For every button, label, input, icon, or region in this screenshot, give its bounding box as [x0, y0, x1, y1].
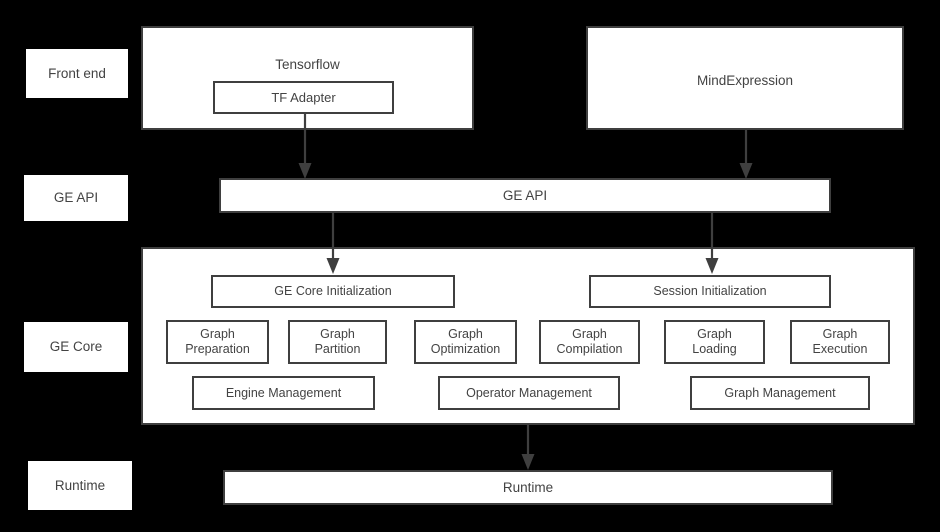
- tier-label-ge-api-text: GE API: [53, 190, 99, 206]
- tier-label-ge-core-text: GE Core: [49, 339, 103, 355]
- graph-compilation-label: Graph Compilation: [556, 327, 623, 356]
- tier-label-runtime: Runtime: [28, 461, 132, 510]
- tf-adapter-box[interactable]: TF Adapter: [213, 81, 394, 114]
- tier-label-runtime-text: Runtime: [54, 477, 106, 493]
- ge-api-bar[interactable]: GE API: [219, 178, 831, 213]
- arrow-mindexpression-to-ge-api: [737, 130, 755, 180]
- session-initialization-label: Session Initialization: [653, 284, 767, 299]
- graph-loading-label: Graph Loading: [692, 327, 737, 356]
- graph-optimization-box[interactable]: Graph Optimization: [414, 320, 517, 364]
- graph-management-box[interactable]: Graph Management: [690, 376, 870, 410]
- graph-optimization-label: Graph Optimization: [430, 327, 501, 356]
- runtime-bar-label: Runtime: [502, 479, 554, 495]
- runtime-bar[interactable]: Runtime: [223, 470, 833, 505]
- graph-management-label: Graph Management: [724, 385, 836, 400]
- tier-label-ge-core: GE Core: [24, 322, 128, 372]
- graph-loading-box[interactable]: Graph Loading: [664, 320, 765, 364]
- session-initialization-box[interactable]: Session Initialization: [589, 275, 831, 308]
- arrow-ge-api-to-session-initialization: [703, 213, 721, 275]
- graph-compilation-box[interactable]: Graph Compilation: [539, 320, 640, 364]
- graph-preparation-box[interactable]: Graph Preparation: [166, 320, 269, 364]
- operator-management-label: Operator Management: [466, 385, 592, 400]
- mindexpression-title: MindExpression: [696, 73, 794, 88]
- mindexpression-container: MindExpression: [586, 26, 904, 130]
- graph-execution-label: Graph Execution: [812, 327, 868, 356]
- graph-partition-box[interactable]: Graph Partition: [288, 320, 387, 364]
- ge-api-bar-label: GE API: [502, 187, 548, 203]
- tier-label-ge-api: GE API: [24, 175, 128, 221]
- graph-preparation-label: Graph Preparation: [185, 327, 250, 356]
- arrow-ge-core-to-runtime: [519, 425, 537, 471]
- operator-management-box[interactable]: Operator Management: [438, 376, 620, 410]
- tensorflow-title: Tensorflow: [275, 57, 340, 72]
- engine-management-label: Engine Management: [225, 385, 342, 400]
- tier-label-front-end-text: Front end: [48, 65, 106, 81]
- ge-core-initialization-box[interactable]: GE Core Initialization: [211, 275, 455, 308]
- tf-adapter-label: TF Adapter: [271, 89, 336, 105]
- graph-execution-box[interactable]: Graph Execution: [790, 320, 890, 364]
- tier-label-front-end: Front end: [26, 49, 128, 98]
- ge-core-initialization-label: GE Core Initialization: [274, 284, 392, 299]
- graph-partition-label: Graph Partition: [314, 327, 361, 356]
- arrow-tf-adapter-to-ge-api: [296, 113, 314, 180]
- arrow-ge-api-to-ge-core-initialization: [324, 213, 342, 275]
- engine-management-box[interactable]: Engine Management: [192, 376, 375, 410]
